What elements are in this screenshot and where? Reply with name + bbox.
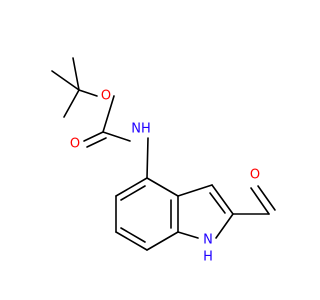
atom-label-ester-oxygen: O bbox=[101, 89, 111, 104]
bond-methyl-bottom bbox=[63, 89, 80, 118]
benzene-ring-bonds bbox=[115, 177, 179, 251]
bond-quaternary-to-ester-o bbox=[78, 89, 98, 97]
bond-methyl-top bbox=[72, 57, 80, 91]
bond-inner-c4-c5 bbox=[120, 185, 146, 201]
bond-c3a-c3 bbox=[177, 184, 213, 197]
bond-c3-c2-inner bbox=[209, 192, 226, 214]
bond-cho-double-1 bbox=[250, 187, 270, 215]
atom-label-carbonyl-oxygen: O bbox=[70, 137, 80, 152]
atom-label-aldehyde-oxygen: O bbox=[250, 168, 260, 183]
aldehyde-bonds bbox=[232, 185, 276, 215]
bond-carbonyl-double-1 bbox=[83, 131, 104, 142]
bond-nh-to-ring bbox=[146, 137, 149, 179]
bond-c3-c2 bbox=[211, 184, 234, 215]
bond-c7-c7a bbox=[146, 231, 179, 251]
atom-label-carbamate-nh: NH bbox=[131, 122, 151, 137]
bond-c4-c5 bbox=[115, 177, 148, 197]
bond-c2-n1 bbox=[215, 213, 234, 239]
bond-carbonyl-double-2 bbox=[86, 137, 107, 148]
carbamate-bonds bbox=[83, 95, 149, 179]
bond-c3a-c4 bbox=[146, 177, 179, 197]
bond-c6-c7 bbox=[115, 231, 148, 251]
atom-labels: O O NH O N H bbox=[70, 89, 260, 265]
bond-cho-double-2 bbox=[257, 185, 276, 211]
atom-label-indole-nitrogen: N bbox=[203, 233, 213, 248]
bond-ester-o-to-carbonyl-c bbox=[102, 95, 115, 133]
tert-butyl-bonds bbox=[51, 57, 98, 118]
bond-carbonyl-c-to-nh bbox=[102, 131, 131, 142]
bond-methyl-left bbox=[51, 70, 80, 91]
bond-inner-c6-c7 bbox=[120, 227, 146, 243]
pyrrole-ring-bonds bbox=[177, 184, 234, 239]
bond-n1-c7a bbox=[177, 231, 199, 239]
molecule-structure-diagram: O O NH O N H bbox=[51, 57, 276, 265]
atom-label-indole-hydrogen: H bbox=[203, 250, 213, 265]
